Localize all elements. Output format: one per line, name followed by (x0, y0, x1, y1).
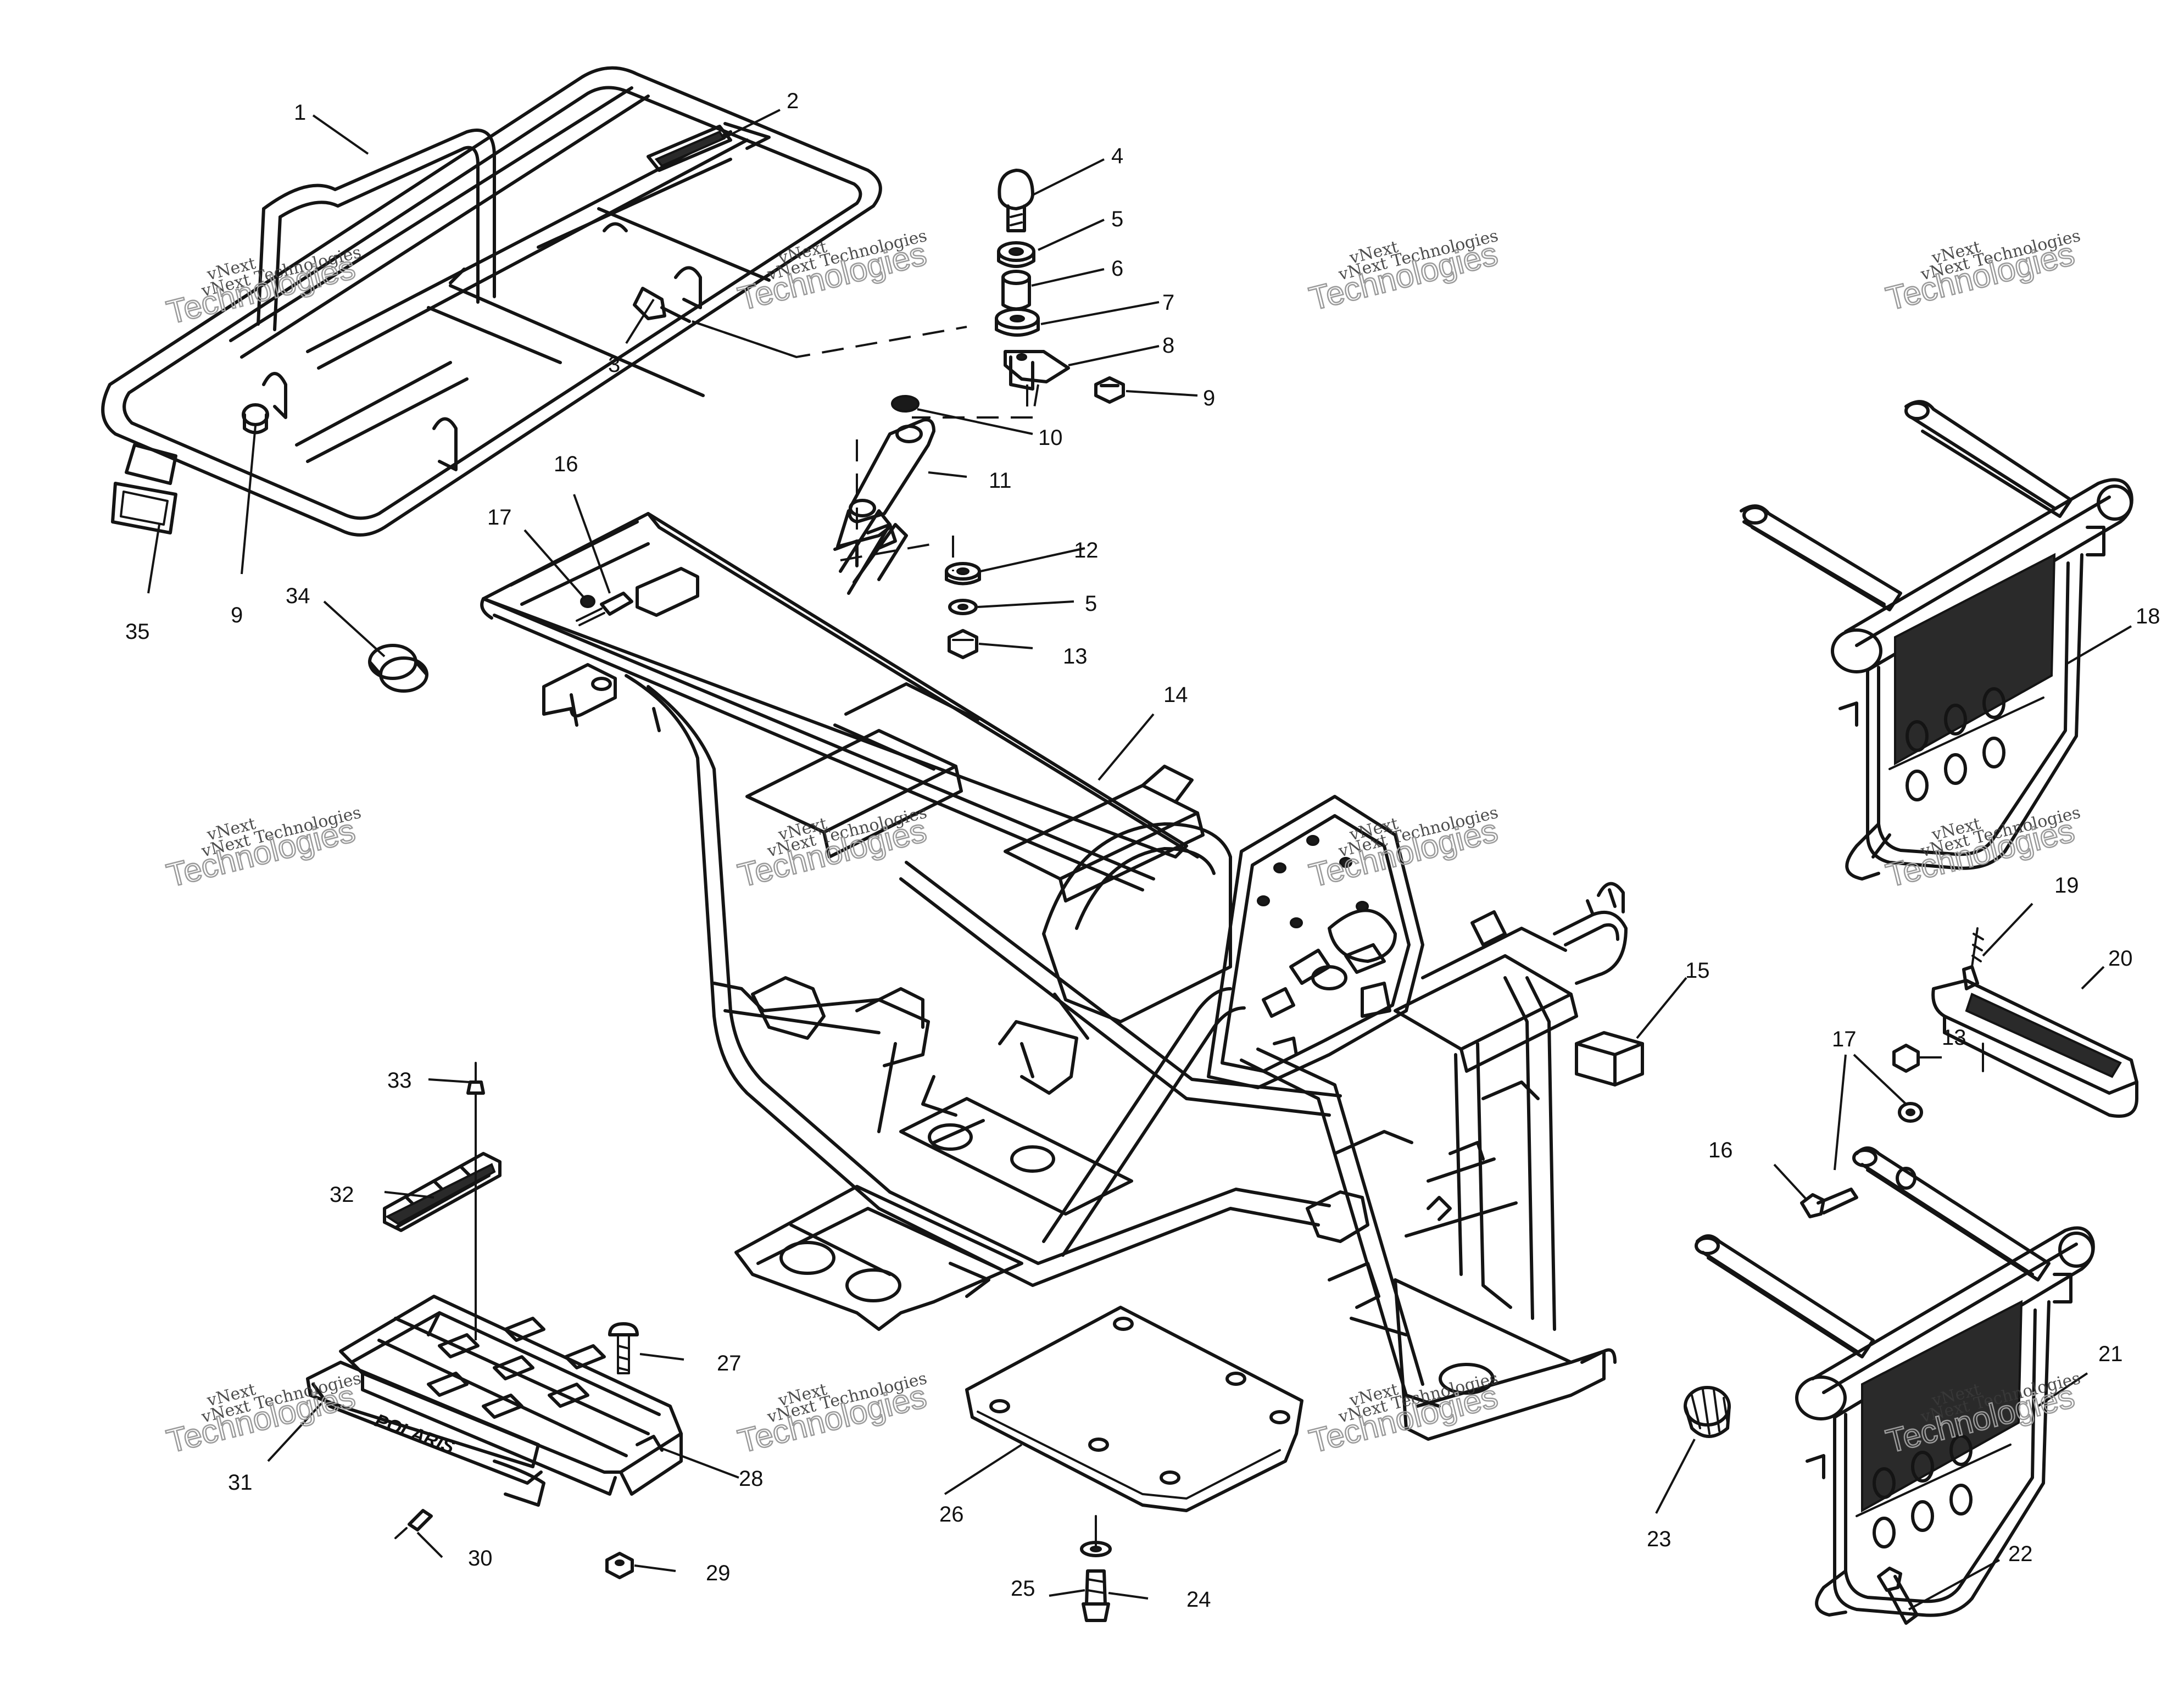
callout-11: 11 (989, 469, 1012, 493)
callout-labels: 1 2 3 4 5 6 7 8 9 10 11 12 5 13 14 16 17… (125, 89, 2160, 1612)
front-rack-support (383, 1152, 502, 1232)
callout-6: 6 (1111, 257, 1123, 281)
callout-13-right: 13 (1942, 1026, 1966, 1050)
callout-20: 20 (2108, 946, 2133, 971)
callout-13: 13 (1063, 644, 1088, 668)
svg-text:Technologies: Technologies (734, 1378, 930, 1460)
callout-32: 32 (330, 1183, 354, 1207)
watermark-2: vNext vNext Technologies Technologies (734, 226, 931, 318)
mount-spacer (1001, 270, 1031, 311)
brand-plate-text: POLARIS (372, 1410, 457, 1458)
footwell-nut (605, 1552, 634, 1579)
callout-22: 22 (2008, 1542, 2033, 1566)
callout-9-left: 9 (231, 603, 243, 627)
mount-washer-mid (945, 562, 981, 586)
callout-7: 7 (1162, 291, 1174, 315)
bumper-washer (1898, 1102, 1923, 1123)
callout-4: 4 (1111, 144, 1123, 168)
svg-text:Technologies: Technologies (1306, 235, 1501, 317)
front-bumper-bolt (1877, 1567, 1919, 1625)
callout-21: 21 (2098, 1342, 2123, 1366)
callout-23: 23 (1647, 1527, 1672, 1551)
rear-rack (101, 66, 882, 537)
callout-9-right: 9 (1203, 386, 1215, 410)
flange-nut-right (1094, 376, 1125, 404)
callout-10: 10 (1038, 426, 1063, 450)
skid-plate (965, 1306, 1303, 1512)
callout-1: 1 (294, 101, 306, 125)
callout-2: 2 (787, 89, 799, 113)
callout-3: 3 (608, 353, 620, 377)
callout-5: 5 (1111, 207, 1123, 231)
leader-lines (147, 109, 2132, 1611)
grommet-pad (891, 395, 920, 413)
footwell-pan (339, 1295, 683, 1496)
reflector (111, 443, 177, 534)
watermark-5: vNext vNext Technologies Technologies (163, 803, 363, 895)
frame-bolt-left (576, 592, 633, 626)
front-rack-screw (466, 1062, 485, 1095)
svg-text:Technologies: Technologies (734, 235, 930, 317)
svg-text:Technologies: Technologies (1306, 812, 1501, 894)
footpeg-screw (1962, 927, 1984, 990)
main-frame (480, 509, 1628, 1441)
svg-text:Technologies: Technologies (163, 812, 359, 894)
brand-plate-rivet (394, 1509, 433, 1539)
callout-33: 33 (387, 1068, 412, 1093)
footwell-bolt (608, 1322, 639, 1374)
watermark-1: vNext vNext Technologies Technologies (163, 243, 363, 332)
watermark-3: vNext vNext Technologies Technologies (1305, 226, 1502, 318)
mount-nut (948, 629, 978, 659)
footpeg (1931, 979, 2138, 1118)
svg-text:Technologies: Technologies (163, 1378, 359, 1460)
rack-bolt (633, 287, 691, 323)
bushing (368, 644, 428, 693)
watermark-9: vNext vNext Technologies Technologies (163, 1369, 363, 1461)
callout-35: 35 (125, 620, 150, 644)
callout-12: 12 (1074, 538, 1099, 562)
tube-end-cap (1684, 1386, 1731, 1438)
callout-28: 28 (739, 1467, 764, 1491)
mount-bolt (998, 169, 1034, 232)
watermark-8: vNext vNext Technologies Technologies (1882, 803, 2082, 895)
callout-15: 15 (1685, 959, 1710, 983)
callout-19: 19 (2054, 873, 2079, 898)
callout-17-left: 17 (487, 505, 512, 530)
mount-washer-lower (948, 599, 978, 615)
callout-26: 26 (939, 1502, 964, 1527)
callout-24: 24 (1186, 1587, 1211, 1612)
callout-31: 31 (228, 1470, 253, 1495)
callout-30: 30 (468, 1546, 493, 1570)
callout-16-left: 16 (554, 452, 578, 476)
mount-bracket (1004, 350, 1070, 391)
watermark-4: vNext vNext Technologies Technologies (1882, 226, 2082, 318)
mount-washer-upper (997, 241, 1035, 268)
bumper-nut (1892, 1044, 1920, 1073)
watermark-10: vNext vNext Technologies Technologies (734, 1369, 931, 1461)
callout-25: 25 (1011, 1576, 1035, 1601)
alignment-lines (692, 320, 1039, 571)
foam-block (1575, 1031, 1644, 1087)
bumper-bolt (1800, 1188, 1858, 1218)
callout-34: 34 (286, 584, 310, 608)
callout-27: 27 (717, 1351, 742, 1375)
callout-8: 8 (1162, 333, 1174, 358)
mount-grommet (995, 308, 1040, 337)
skid-plate-bolt (1082, 1515, 1110, 1622)
callout-29: 29 (706, 1561, 731, 1585)
callout-16-right: 16 (1708, 1138, 1733, 1162)
svg-text:Technologies: Technologies (734, 812, 930, 894)
callout-14: 14 (1163, 683, 1188, 707)
callout-18: 18 (2136, 604, 2160, 628)
rear-bumper (1740, 400, 2133, 881)
callout-5-lower: 5 (1085, 592, 1097, 616)
callout-17-right: 17 (1832, 1027, 1857, 1051)
front-bumper (1695, 1146, 2095, 1617)
